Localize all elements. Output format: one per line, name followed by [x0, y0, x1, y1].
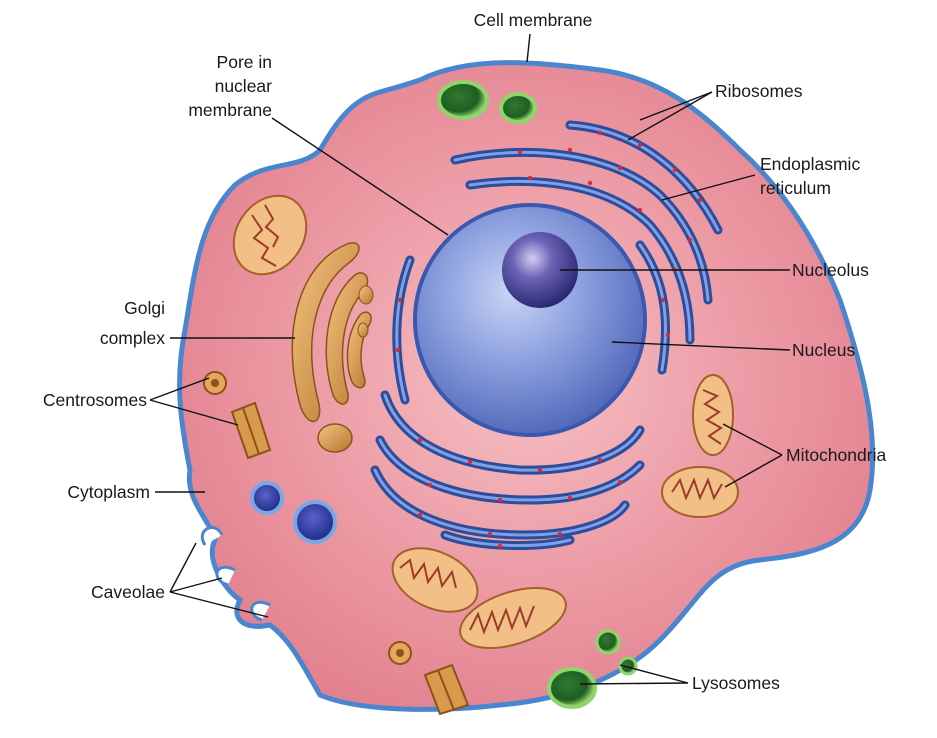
mitochondrion: [693, 375, 733, 455]
label-caveolae: Caveolae: [91, 582, 165, 602]
label-golgi-line1: Golgi: [124, 298, 165, 318]
label-nucleolus: Nucleolus: [792, 260, 869, 280]
vesicle: [295, 502, 335, 542]
label-pore-line1: Pore in: [217, 52, 272, 72]
lysosome: [439, 82, 487, 118]
label-pore-line3: membrane: [188, 100, 272, 120]
lysosome: [597, 631, 619, 653]
label-mitochondria: Mitochondria: [786, 445, 886, 465]
label-cell-membrane: Cell membrane: [474, 10, 593, 30]
centrosome: [204, 372, 226, 394]
label-cytoplasm: Cytoplasm: [67, 482, 150, 502]
centrosome: [389, 642, 411, 664]
label-lysosomes: Lysosomes: [692, 673, 780, 693]
label-pore-line2: nuclear: [215, 76, 273, 96]
lysosome: [501, 94, 535, 122]
vesicle: [252, 483, 282, 513]
label-centrosomes: Centrosomes: [43, 390, 147, 410]
label-golgi-line2: complex: [100, 328, 165, 348]
label-er-line2: reticulum: [760, 178, 831, 198]
lysosome: [549, 669, 595, 707]
mitochondrion: [662, 467, 738, 517]
label-ribosomes: Ribosomes: [715, 81, 803, 101]
label-er-line1: Endoplasmic: [760, 154, 860, 174]
label-nucleus: Nucleus: [792, 340, 855, 360]
